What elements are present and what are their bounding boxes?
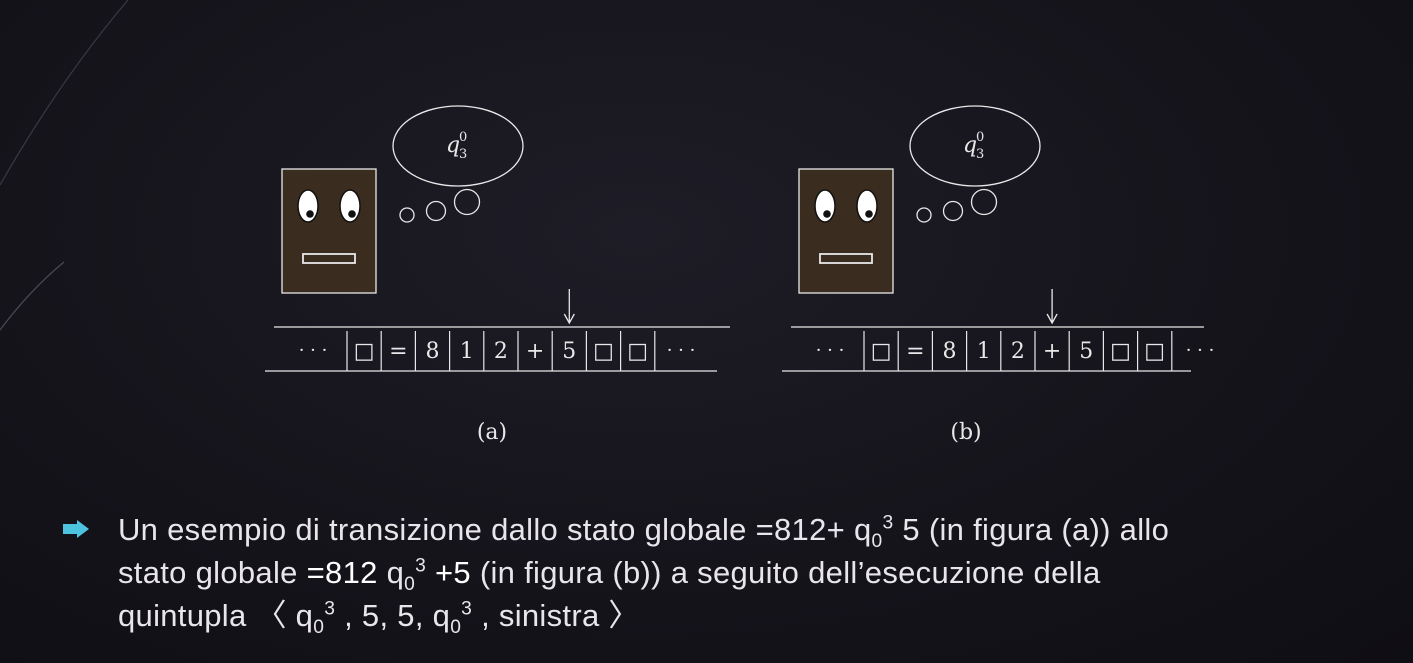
tape-symbol: 1 [977,339,991,364]
head-arrow-tip [563,313,575,325]
bullet-line2-tail: (in figura (b)) a seguito dell’esecuzion… [470,555,1101,590]
tape-highlight: =812 [306,555,378,590]
robot-pupil-right [348,210,356,218]
state-subscript: 0 [313,617,325,639]
tape-symbol: □ [1144,339,1165,364]
robot-pupil-left [306,210,314,218]
thought-dot-small [916,207,932,223]
bullet-line1-text: Un esempio di transizione dallo stato gl… [118,512,872,547]
tape-symbol: = [389,339,407,364]
decorative-swoosh [0,261,65,331]
thought-bubble [392,105,524,187]
tape-symbol: + [526,339,544,364]
tape-symbol: □ [627,339,648,364]
robot-head [281,168,377,294]
bullet-point: Un esempio di transizione dallo stato gl… [62,508,1402,637]
state-subscript: 0 [404,574,416,596]
state-subscript: 0 [871,531,883,553]
tape-symbol: 2 [494,339,508,364]
tape-ellipsis-right: · · · [667,340,696,361]
thought-dot-medium [425,200,447,222]
robot-head [798,168,894,294]
state-label: q [446,133,460,158]
tape-symbol: 5 [562,339,576,364]
state-superscript: 3 [461,598,473,620]
tape-symbol: 2 [1011,339,1025,364]
robot-pupil-right [865,210,873,218]
tape-ellipsis-left: · · · [816,340,845,361]
tape-symbol: + [1043,339,1061,364]
tape-symbol: 5 [1079,339,1093,364]
state-label: q [963,133,977,158]
state-superscript: 3 [324,598,336,620]
state-subscript: 3 [459,147,467,162]
bullet-text: Un esempio di transizione dallo stato gl… [118,508,1402,637]
robot-mouth [302,253,356,264]
tape-symbol: 8 [426,339,440,364]
state-superscript: 3 [415,555,427,577]
figure-caption: (a) [477,420,507,445]
tape-ellipsis-left: · · · [299,340,328,361]
thought-dot-large [970,188,998,216]
tape-ellipsis-right: · · · [1186,340,1215,361]
bullet-line3-mid: , 5, 5, q [335,598,451,633]
tape-symbol: □ [593,339,614,364]
state-superscript: 0 [459,130,467,145]
robot-mouth [819,253,873,264]
state-symbol: q [377,555,405,590]
tape-symbol: 1 [460,339,474,364]
figure-caption: (b) [950,420,981,445]
tape-symbol: □ [871,339,892,364]
decorative-swoosh [0,0,129,186]
tape-symbol: = [906,339,924,364]
bullet-line1-tail: 5 (in figura (a)) allo [893,512,1170,547]
state-subscript: 0 [450,617,462,639]
tape-symbol: 8 [943,339,957,364]
bullet-line2-text: stato globale [118,555,307,590]
tape-symbol: □ [354,339,375,364]
thought-dot-medium [942,200,964,222]
bullet-line3-tail: , sinistra 〉 [472,598,640,633]
state-subscript: 3 [976,147,984,162]
thought-bubble [909,105,1041,187]
tape-highlight: +5 [426,555,471,590]
state-superscript: 3 [882,512,894,534]
thought-dot-large [453,188,481,216]
robot-pupil-left [823,210,831,218]
bullet-line3-text: quintupla 〈 q [118,598,314,633]
head-arrow-tip [1046,313,1058,325]
tape-symbol: □ [1110,339,1131,364]
state-superscript: 0 [976,130,984,145]
arrow-bullet-icon [63,520,89,538]
thought-dot-small [399,207,415,223]
